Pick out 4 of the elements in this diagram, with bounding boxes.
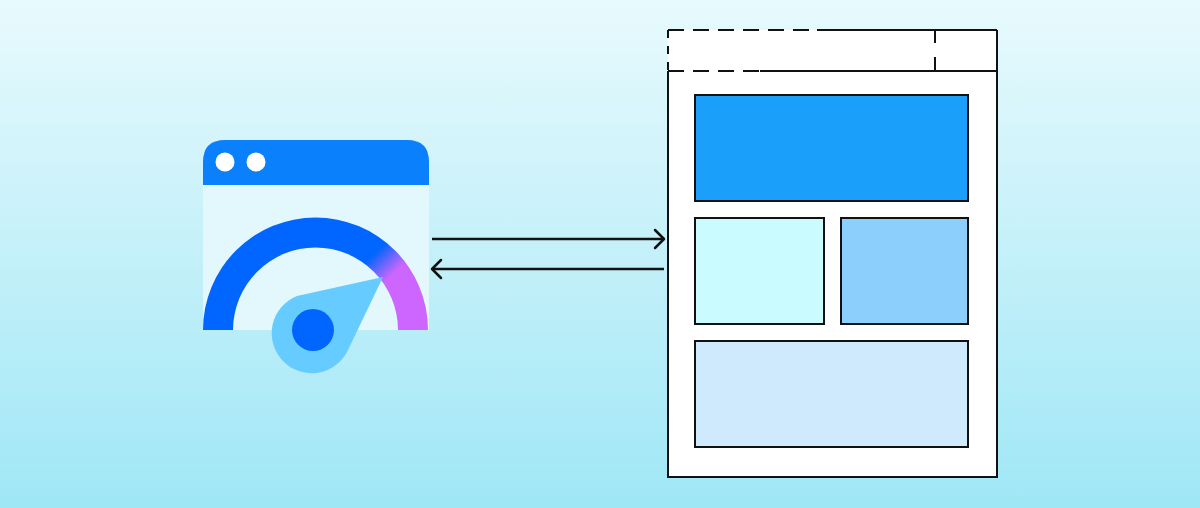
arrow — [430, 258, 664, 280]
speedometer-browser-illustration — [203, 140, 429, 371]
page-wireframe-illustration — [667, 29, 998, 479]
arrow — [432, 228, 666, 250]
